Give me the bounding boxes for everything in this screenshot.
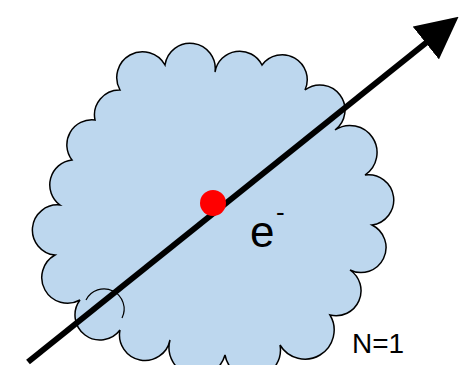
electron-symbol: e	[250, 210, 274, 254]
electron-dot	[200, 190, 226, 216]
count-label: N=1	[352, 330, 404, 358]
spin-axis-arrow	[28, 22, 452, 362]
charge-sign: -	[276, 199, 285, 225]
